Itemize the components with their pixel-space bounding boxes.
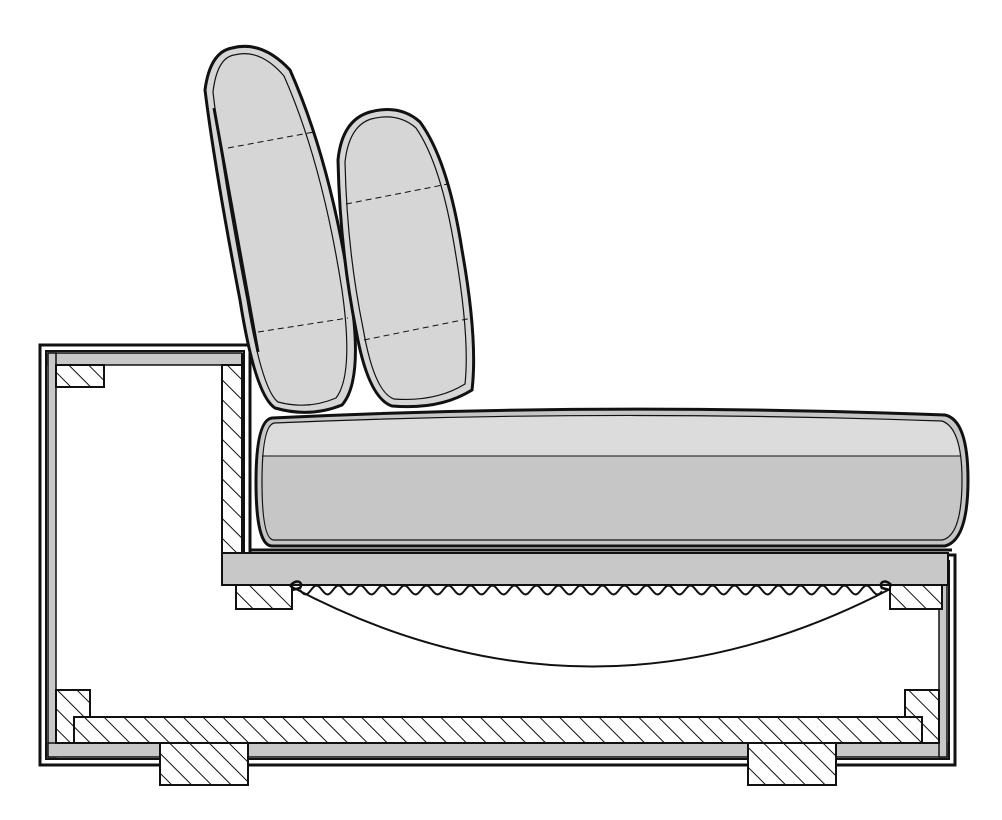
base-corner-left — [55, 689, 91, 744]
backrest-post-hatched — [221, 364, 243, 554]
back-cushion-rear-seam-2 — [257, 317, 349, 333]
backrest-post — [221, 353, 243, 554]
spring-block-right — [889, 584, 943, 610]
back-cushion-rear-stay — [212, 107, 260, 353]
spring-block-left — [235, 584, 293, 610]
seat-platform — [221, 548, 952, 586]
back-cushion-rear-outline — [203, 44, 357, 414]
back-cushion-front-seam-2 — [363, 317, 473, 341]
back-cushion-front-inner — [344, 116, 467, 401]
base-rail-hatched — [73, 716, 923, 744]
leg-right — [747, 742, 837, 786]
seat-platform-body — [221, 552, 949, 586]
corner-block-top-left — [55, 364, 105, 388]
sinuous-spring — [299, 584, 883, 596]
seat-cushion — [254, 407, 970, 548]
frame-band-top — [47, 352, 243, 366]
leg-left — [159, 742, 249, 786]
back-cushion-front — [336, 108, 476, 409]
spring-hook-right — [879, 580, 893, 592]
seat-cushion-top — [262, 415, 960, 456]
back-cushion-rear — [203, 44, 357, 414]
seat-cushion-inner-outline — [261, 414, 963, 541]
back-cushion-front-outline — [336, 108, 476, 409]
back-cushion-front-seam-1 — [345, 183, 449, 205]
base-corner-right — [904, 689, 940, 744]
frame-band-left — [47, 352, 57, 758]
spring-hook-left — [289, 580, 303, 592]
webbing-curve — [291, 586, 891, 668]
base-rail — [55, 689, 940, 744]
back-cushion-rear-seam-1 — [227, 131, 315, 149]
